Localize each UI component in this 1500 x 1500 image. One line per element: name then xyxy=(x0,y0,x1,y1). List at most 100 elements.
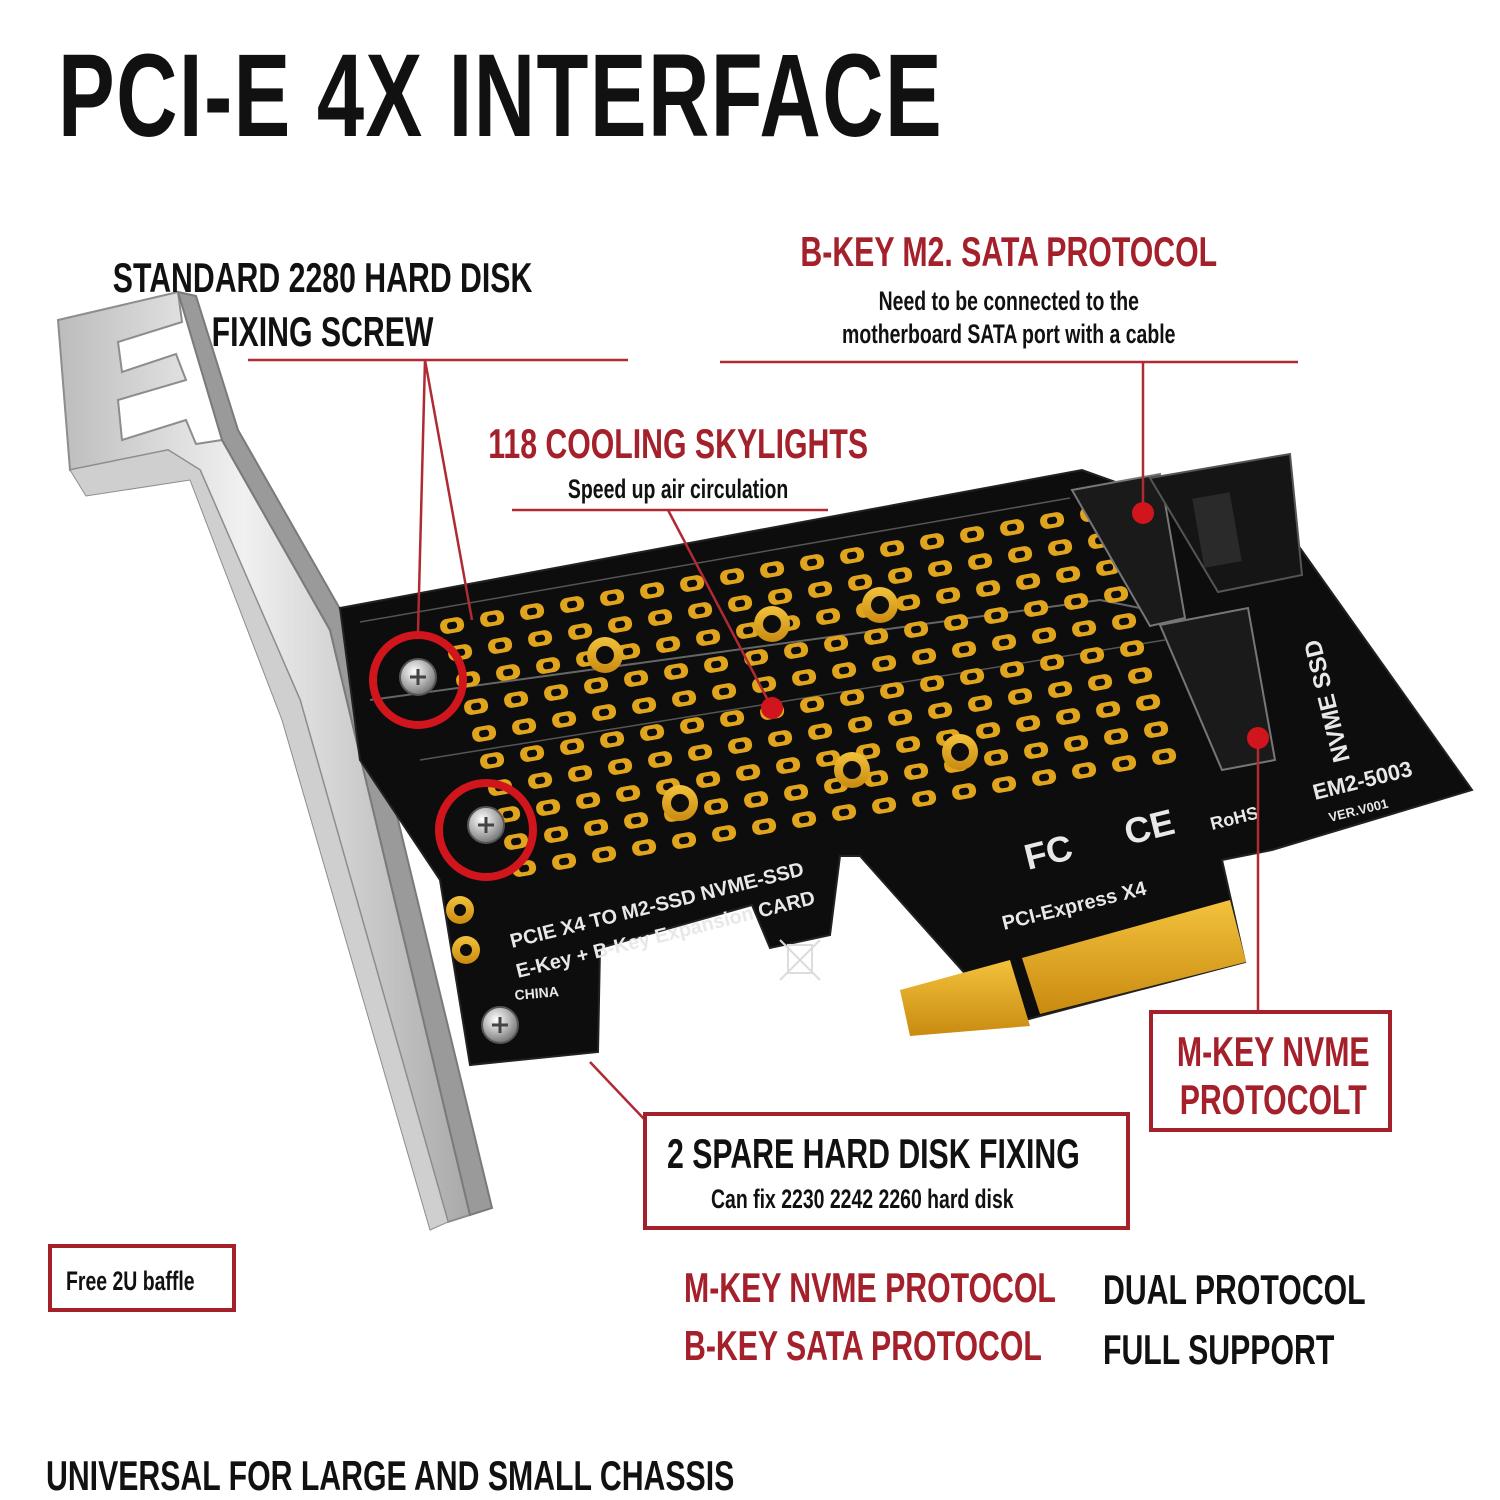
cooling-pad-hole xyxy=(767,565,778,574)
cooling-pad-hole xyxy=(983,726,994,735)
cooling-pad-hole xyxy=(815,727,826,736)
mounting-holes xyxy=(446,587,978,964)
callout-mkey-line2: PROTOCOLT xyxy=(1179,1076,1367,1123)
cooling-pad-hole xyxy=(519,722,530,731)
cooling-pad-hole xyxy=(471,702,482,711)
cooling-pad-hole xyxy=(951,618,962,627)
callout-cooling-subtitle: Speed up air circulation xyxy=(567,474,789,504)
cooling-pad-hole xyxy=(1159,752,1170,761)
cooling-pad-hole xyxy=(671,667,682,676)
cooling-pad-hole xyxy=(511,695,522,704)
callout-bkey: B-KEY M2. SATA PROTOCOL Need to be conne… xyxy=(787,228,1231,350)
cooling-pad-hole xyxy=(823,754,834,763)
cooling-pad-hole xyxy=(447,621,458,630)
cooling-pad-hole xyxy=(863,747,874,756)
cooling-pad-hole xyxy=(535,776,546,785)
cooling-pad-hole xyxy=(1143,698,1154,707)
cooling-pad-hole xyxy=(639,843,650,852)
baffle-badge: Free 2U baffle xyxy=(48,1244,236,1312)
cooling-pad-hole xyxy=(919,652,930,661)
cooling-pad-hole xyxy=(1015,692,1026,701)
cooling-pad-hole xyxy=(519,864,530,873)
cooling-pad-hole xyxy=(495,641,506,650)
cooling-pad-hole xyxy=(1111,590,1122,599)
cooling-pad-hole xyxy=(567,600,578,609)
callout-bkey-line1: Need to be connected to the xyxy=(878,286,1139,316)
cooling-pad-hole xyxy=(1023,719,1034,728)
cooling-pad-hole xyxy=(887,686,898,695)
cooling-pad-hole xyxy=(735,599,746,608)
cooling-pad-hole xyxy=(607,735,618,744)
cooling-pad-hole xyxy=(743,768,754,777)
callout-leader-lines xyxy=(248,358,1298,1121)
cooling-pad-hole xyxy=(687,721,698,730)
cooling-pad-hole xyxy=(551,688,562,697)
cooling-pad-hole xyxy=(567,742,578,751)
cooling-pad-hole xyxy=(1015,550,1026,559)
cooling-pad-hole xyxy=(967,672,978,681)
cooling-pad-hole xyxy=(839,666,850,675)
cooling-pad-hole xyxy=(959,787,970,796)
cooling-pad-hole xyxy=(991,753,1002,762)
cooling-pad-hole xyxy=(1095,678,1106,687)
cooling-pad-hole xyxy=(695,606,706,615)
callout-bkey-line2: motherboard SATA port with a cable xyxy=(842,319,1176,349)
cooling-pad-hole xyxy=(927,679,938,688)
cooling-pad-hole xyxy=(599,708,610,717)
cooling-pad-hole xyxy=(695,748,706,757)
cooling-pad-hole xyxy=(887,544,898,553)
cooling-pad-hole xyxy=(607,593,618,602)
callout-spare-box: 2 SPARE HARD DISK FIXING Can fix 2230 22… xyxy=(643,1112,1130,1230)
cooling-pad-hole xyxy=(855,720,866,729)
cooling-pad-hole xyxy=(815,585,826,594)
cooling-pad-hole xyxy=(943,591,954,600)
cooling-pad-hole xyxy=(663,640,674,649)
protocol-full-support: FULL SUPPORT xyxy=(1103,1326,1335,1373)
cooling-pad-hole xyxy=(935,706,946,715)
cooling-pad-hole xyxy=(975,699,986,708)
cooling-pad-hole xyxy=(735,741,746,750)
cooling-pad-hole xyxy=(1047,658,1058,667)
cooling-pad-hole xyxy=(799,673,810,682)
cooling-pad-hole xyxy=(631,674,642,683)
cooling-pad-hole xyxy=(847,551,858,560)
cooling-pad-hole xyxy=(479,729,490,738)
cooling-pad-hole xyxy=(679,836,690,845)
cooling-pad-hole xyxy=(799,815,810,824)
cooling-pad-hole xyxy=(655,613,666,622)
cooling-pad-hole xyxy=(831,781,842,790)
silk-china: CHINA xyxy=(514,983,560,1003)
cooling-pad-hole xyxy=(623,647,634,656)
cooling-pad-hole xyxy=(711,802,722,811)
cooling-pad-hole xyxy=(975,557,986,566)
cooling-pad-hole xyxy=(823,612,834,621)
cooling-pad-hole xyxy=(1111,732,1122,741)
bracket xyxy=(56,290,494,1231)
callout-mkey-box: M-KEY NVME PROTOCOLT xyxy=(1149,1010,1392,1132)
m2-slots xyxy=(1070,452,1304,772)
cooling-pad-hole xyxy=(991,611,1002,620)
cooling-pad-hole xyxy=(1031,604,1042,613)
cooling-pad-hole xyxy=(1135,671,1146,680)
cooling-pad-hole xyxy=(999,638,1010,647)
cooling-pad-hole xyxy=(1079,624,1090,633)
cooling-pad-hole xyxy=(543,803,554,812)
cooling-pad-hole xyxy=(1079,766,1090,775)
baffle-label: Free 2U baffle xyxy=(66,1266,195,1296)
cooling-pad-hole xyxy=(1119,759,1130,768)
cooling-pad-hole xyxy=(711,660,722,669)
cooling-pad-hole xyxy=(1055,543,1066,552)
cooling-pad-hole xyxy=(775,734,786,743)
cooling-pad-hole xyxy=(1007,665,1018,674)
cooling-pad-hole xyxy=(647,586,658,595)
cooling-pad-hole xyxy=(1151,725,1162,734)
cooling-pad-hole xyxy=(487,614,498,623)
cooling-pad-hole xyxy=(639,701,650,710)
cooling-pad-hole xyxy=(751,653,762,662)
cooling-pad-hole xyxy=(615,762,626,771)
cooling-pad-hole xyxy=(503,668,514,677)
cooling-pad-hole xyxy=(879,659,890,668)
cooling-pad-hole xyxy=(1023,577,1034,586)
cooling-pad-hole xyxy=(903,740,914,749)
callout-bkey-title: B-KEY M2. SATA PROTOCOL xyxy=(800,228,1218,275)
